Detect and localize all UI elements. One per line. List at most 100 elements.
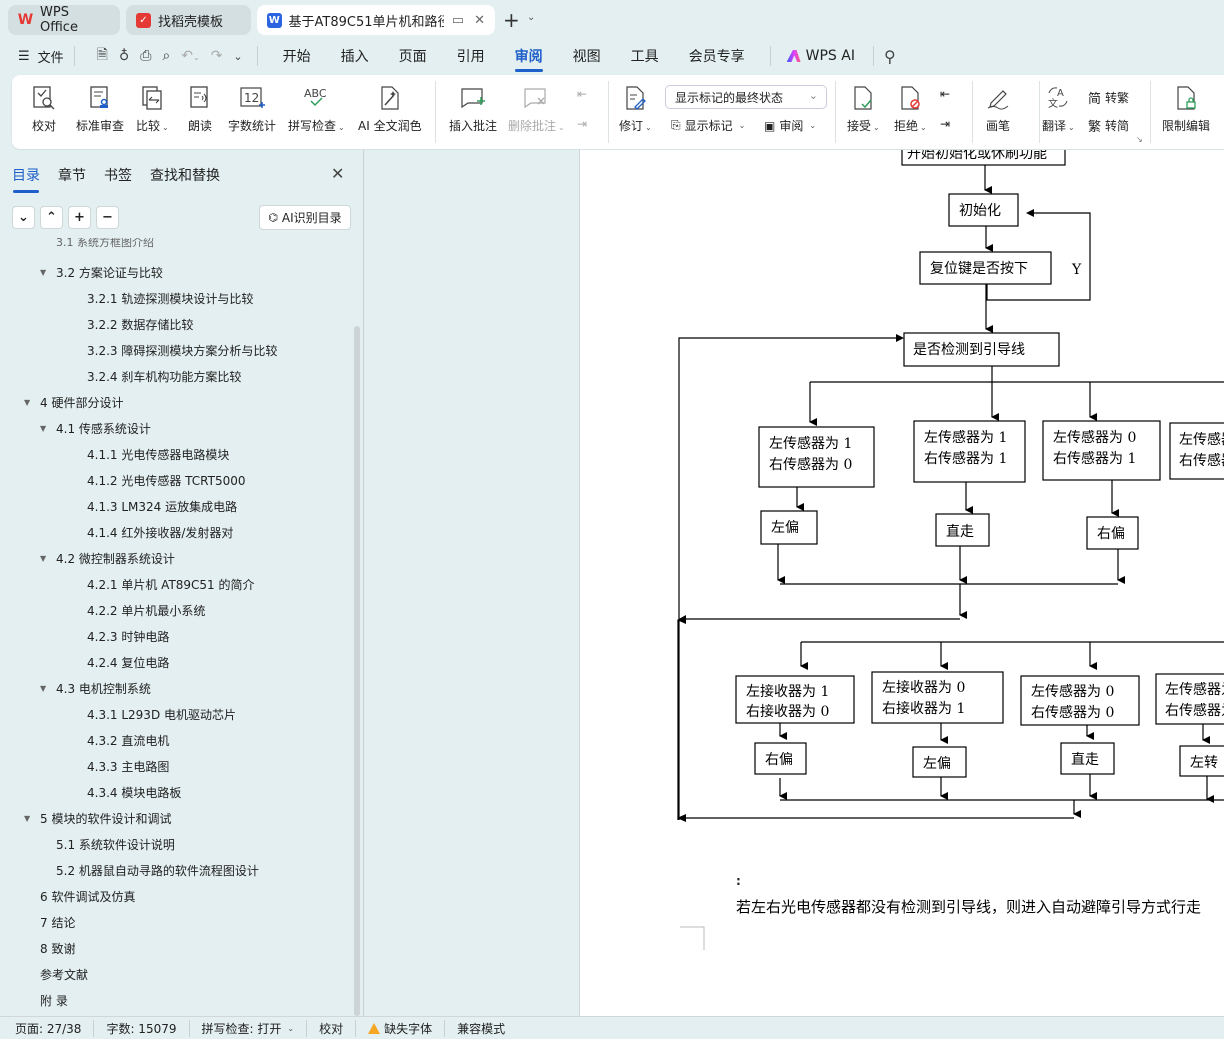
toc-item[interactable]: 3.2.4 刹车机构功能方案比较: [87, 368, 241, 385]
toc-item[interactable]: 参考文献: [40, 966, 88, 983]
toc-item[interactable]: ▼4.1 传感系统设计: [40, 420, 151, 437]
restrict-edit-button[interactable]: 限制编辑: [1162, 83, 1210, 134]
compare-button[interactable]: 比较⌄: [136, 83, 169, 134]
menu-tab-view[interactable]: 视图: [572, 49, 601, 65]
chevron-down-icon[interactable]: ⌄: [527, 12, 536, 23]
toc-item[interactable]: 附 录: [40, 992, 68, 1009]
file-menu[interactable]: 文件: [37, 50, 64, 66]
word-count-button[interactable]: 12 字数统计: [228, 83, 276, 134]
toc-item[interactable]: ▼4.2 微控制器系统设计: [40, 550, 175, 567]
toc-item[interactable]: 4.2.4 复位电路: [87, 654, 169, 671]
save-icon[interactable]: 🗎: [96, 47, 108, 63]
expand-down-button[interactable]: ⌄: [12, 206, 35, 229]
redo-icon[interactable]: ↷: [210, 48, 223, 64]
toc-item[interactable]: 3.1 系统方框图介绍: [56, 238, 154, 250]
tab-docer-templates[interactable]: ✓ 找稻壳模板: [126, 5, 251, 35]
next-change-icon[interactable]: ⇥: [940, 117, 951, 131]
expand-triangle-icon[interactable]: ▼: [24, 398, 31, 407]
tab-toc[interactable]: 目录: [12, 165, 40, 193]
toc-item[interactable]: 4.2.3 时钟电路: [87, 628, 169, 645]
missing-font-status[interactable]: 缺失字体: [356, 1019, 446, 1037]
menu-tab-tools[interactable]: 工具: [630, 49, 659, 65]
wps-ai-button[interactable]: WPS AI: [786, 48, 855, 64]
toc-item[interactable]: 4.1.1 光电传感器电路模块: [87, 446, 229, 463]
menu-tab-page[interactable]: 页面: [398, 49, 427, 65]
dialog-launcher-icon[interactable]: ↘: [1136, 135, 1143, 144]
previous-change-icon[interactable]: ⇤: [940, 87, 951, 101]
toc-scrollbar[interactable]: [354, 326, 360, 1016]
menu-tab-member[interactable]: 会员专享: [688, 49, 745, 65]
hamburger-icon[interactable]: ☰: [18, 48, 30, 64]
markup-view-dropdown[interactable]: 显示标记的最终状态 ⌄: [665, 85, 827, 109]
read-aloud-button[interactable]: 朗读: [188, 83, 212, 134]
toc-item[interactable]: 5.2 机器鼠自动寻路的软件流程图设计: [56, 862, 259, 879]
toc-item[interactable]: 7 结论: [40, 914, 75, 931]
tab-wps-office[interactable]: W WPS Office: [8, 5, 120, 35]
menu-tab-review[interactable]: 审阅: [514, 40, 543, 72]
new-tab-plus-icon[interactable]: +: [503, 8, 520, 32]
toc-item[interactable]: ▼4 硬件部分设计: [24, 394, 123, 411]
more-quick-access-icon[interactable]: ⌄: [233, 49, 243, 63]
review-pane-button[interactable]: ▣ 审阅⌄: [764, 118, 817, 134]
toc-item[interactable]: 3.2.3 障碍探测模块方案分析与比较: [87, 342, 277, 359]
expand-triangle-icon[interactable]: ▼: [40, 424, 47, 433]
toc-item[interactable]: 6 软件调试及仿真: [40, 888, 135, 905]
pen-button[interactable]: 画笔: [985, 83, 1011, 134]
toc-item[interactable]: 3.2.2 数据存储比较: [87, 316, 193, 333]
delete-comment-button[interactable]: 删除批注⌄: [508, 83, 565, 134]
insert-comment-button[interactable]: 插入批注: [449, 83, 497, 134]
monitor-icon[interactable]: ▭: [451, 12, 465, 28]
add-level-button[interactable]: +: [68, 206, 91, 229]
toc-item[interactable]: 4.3.1 L293D 电机驱动芯片: [87, 706, 236, 723]
menu-tab-references[interactable]: 引用: [456, 49, 485, 65]
expand-triangle-icon[interactable]: ▼: [40, 554, 47, 563]
proofread-button[interactable]: 校对: [32, 83, 56, 134]
ai-toc-button[interactable]: ⌬ AI识别目录: [259, 205, 351, 230]
close-pane-icon[interactable]: ✕: [331, 164, 345, 183]
proofread-status[interactable]: 校对: [307, 1019, 357, 1037]
menu-tab-home[interactable]: 开始: [282, 49, 311, 65]
format-painter-icon[interactable]: ♁: [118, 48, 130, 64]
toc-item[interactable]: ▼5 模块的软件设计和调试: [24, 810, 171, 827]
to-simplified-button[interactable]: 繁 转简: [1088, 116, 1129, 135]
expand-triangle-icon[interactable]: ▼: [24, 814, 31, 823]
menu-tab-insert[interactable]: 插入: [340, 49, 369, 65]
toc-item[interactable]: 4.3.2 直流电机: [87, 732, 169, 749]
page-indicator[interactable]: 页面: 27/38: [15, 1019, 95, 1037]
next-comment-icon[interactable]: ⇥: [577, 117, 588, 131]
undo-icon[interactable]: ↶⌄: [181, 48, 200, 64]
track-changes-button[interactable]: 修订⌄: [619, 83, 652, 134]
toc-item[interactable]: 3.2.1 轨迹探测模块设计与比较: [87, 290, 253, 307]
toc-item[interactable]: 4.2.1 单片机 AT89C51 的简介: [87, 576, 255, 593]
toc-item[interactable]: 4.1.4 红外接收器/发射器对: [87, 524, 233, 541]
toc-item[interactable]: 4.2.2 单片机最小系统: [87, 602, 205, 619]
collapse-up-button[interactable]: ⌃: [40, 206, 63, 229]
expand-triangle-icon[interactable]: ▼: [40, 268, 47, 277]
toc-item[interactable]: ▼4.3 电机控制系统: [40, 680, 151, 697]
tab-find-replace[interactable]: 查找和替换: [150, 168, 220, 184]
spell-check-button[interactable]: ABC 拼写检查⌄: [288, 87, 345, 133]
remove-level-button[interactable]: −: [96, 206, 119, 229]
print-preview-icon[interactable]: ⌕: [162, 48, 171, 64]
print-icon[interactable]: ⎙: [140, 48, 152, 64]
toc-item[interactable]: 4.1.2 光电传感器 TCRT5000: [87, 472, 246, 489]
toc-item[interactable]: ▼3.2 方案论证与比较: [40, 264, 163, 281]
spell-check-toggle[interactable]: 拼写检查: 打开⌄: [190, 1019, 308, 1037]
ai-polish-button[interactable]: AI 全文润色: [358, 83, 422, 134]
reject-button[interactable]: 拒绝⌄: [894, 83, 927, 134]
toc-item[interactable]: 4.1.3 LM324 运放集成电路: [87, 498, 237, 515]
previous-comment-icon[interactable]: ⇤: [577, 87, 588, 101]
accept-button[interactable]: 接受⌄: [847, 83, 880, 134]
word-count-indicator[interactable]: 字数: 15079: [94, 1019, 190, 1037]
standard-review-button[interactable]: 标准审查: [76, 83, 124, 134]
toc-item[interactable]: 4.3.4 模块电路板: [87, 784, 181, 801]
expand-triangle-icon[interactable]: ▼: [40, 684, 47, 693]
to-traditional-button[interactable]: 简 转繁: [1088, 88, 1129, 107]
show-markup-button[interactable]: ⎘ 显示标记⌄: [671, 118, 746, 133]
tab-bookmarks[interactable]: 书签: [104, 168, 132, 184]
close-tab-icon[interactable]: ✕: [474, 12, 485, 28]
toc-item[interactable]: 5.1 系统软件设计说明: [56, 836, 175, 853]
toc-item[interactable]: 4.3.3 主电路图: [87, 758, 169, 775]
tab-document[interactable]: W 基于AT89C51单片机和路径规 ▭ ✕: [257, 5, 495, 35]
